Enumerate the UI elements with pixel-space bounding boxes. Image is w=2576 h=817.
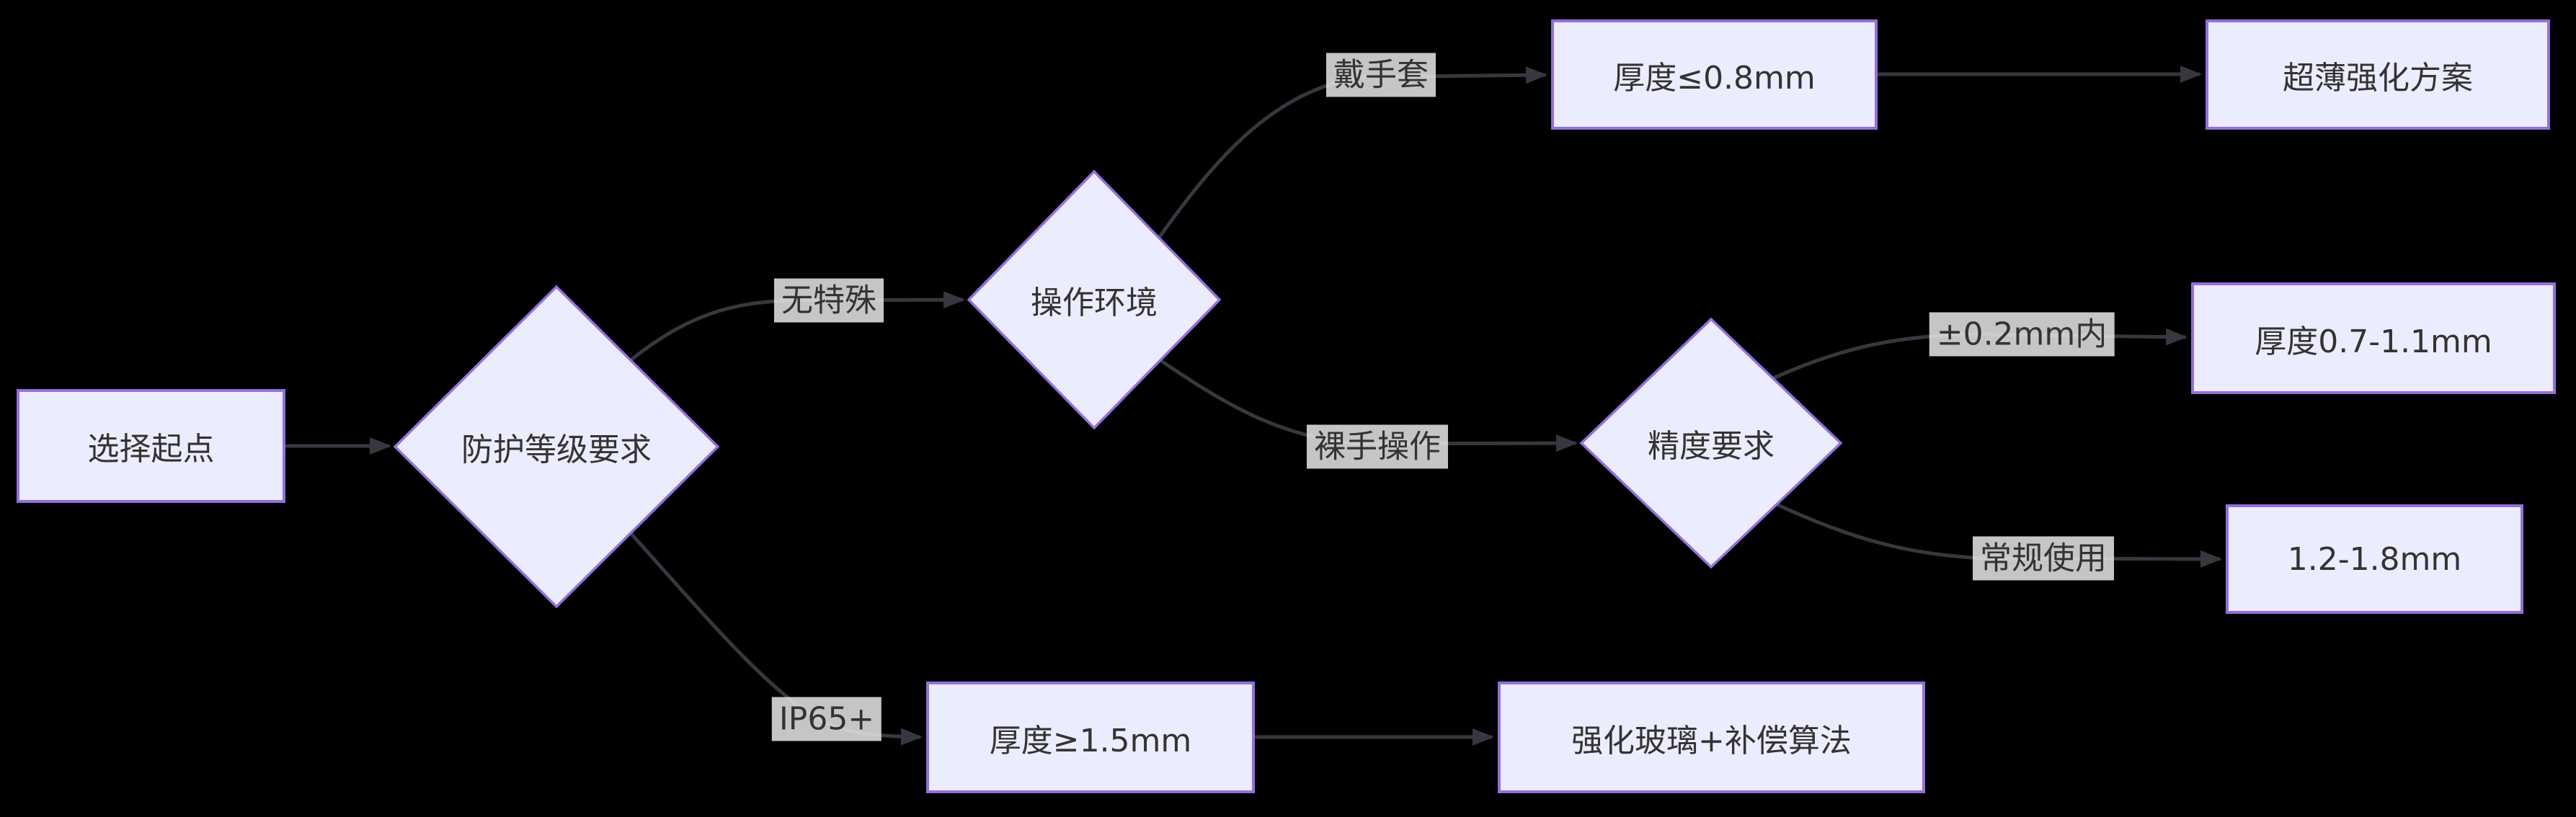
decision-protection-level-shape [393, 285, 720, 609]
node-select-start-label: 选择起点 [87, 431, 215, 468]
edge-environment-to-thickness-le-08 [1157, 66, 1547, 239]
decision-precision-requirement-label: 精度要求 [1648, 428, 1775, 465]
node-tempered-glass-plan-label: 强化玻璃+补偿算法 [1571, 722, 1852, 759]
node-select-start: 选择起点 [17, 389, 285, 503]
node-thickness-12-18mm-label: 1.2-1.8mm [2287, 540, 2462, 578]
decision-operating-environment-shape [967, 169, 1222, 430]
node-thickness-07-11mm: 厚度0.7-1.1mm [2191, 282, 2556, 394]
edge-label-ip65: IP65+ [771, 697, 882, 741]
edge-label-bare-hand: 裸手操作 [1307, 424, 1448, 469]
node-ultrathin-plan: 超薄强化方案 [2206, 19, 2550, 130]
decision-operating-environment-label: 操作环境 [1031, 285, 1158, 321]
node-thickness-le-08mm-label: 厚度≤0.8mm [1613, 59, 1816, 97]
node-thickness-ge-15mm: 厚度≥1.5mm [926, 682, 1255, 793]
edge-precision-to-thickness-12-18 [1775, 502, 2222, 568]
node-thickness-12-18mm: 1.2-1.8mm [2226, 504, 2523, 614]
decision-protection-level-label: 防护等级要求 [461, 432, 652, 468]
node-thickness-07-11mm-label: 厚度0.7-1.1mm [2255, 323, 2492, 360]
node-tempered-glass-plan: 强化玻璃+补偿算法 [1498, 682, 1925, 793]
edge-label-gloves: 戴手套 [1326, 53, 1436, 97]
decision-precision-requirement-shape [1579, 317, 1843, 569]
node-thickness-ge-15mm-label: 厚度≥1.5mm [989, 722, 1192, 759]
edge-label-regular-use: 常规使用 [1973, 536, 2114, 581]
edge-label-no-special: 无特殊 [774, 278, 884, 323]
edge-label-within-02mm: ±0.2mm内 [1929, 312, 2115, 357]
node-ultrathin-plan-label: 超薄强化方案 [2283, 59, 2473, 97]
node-thickness-le-08mm: 厚度≤0.8mm [1551, 19, 1878, 130]
